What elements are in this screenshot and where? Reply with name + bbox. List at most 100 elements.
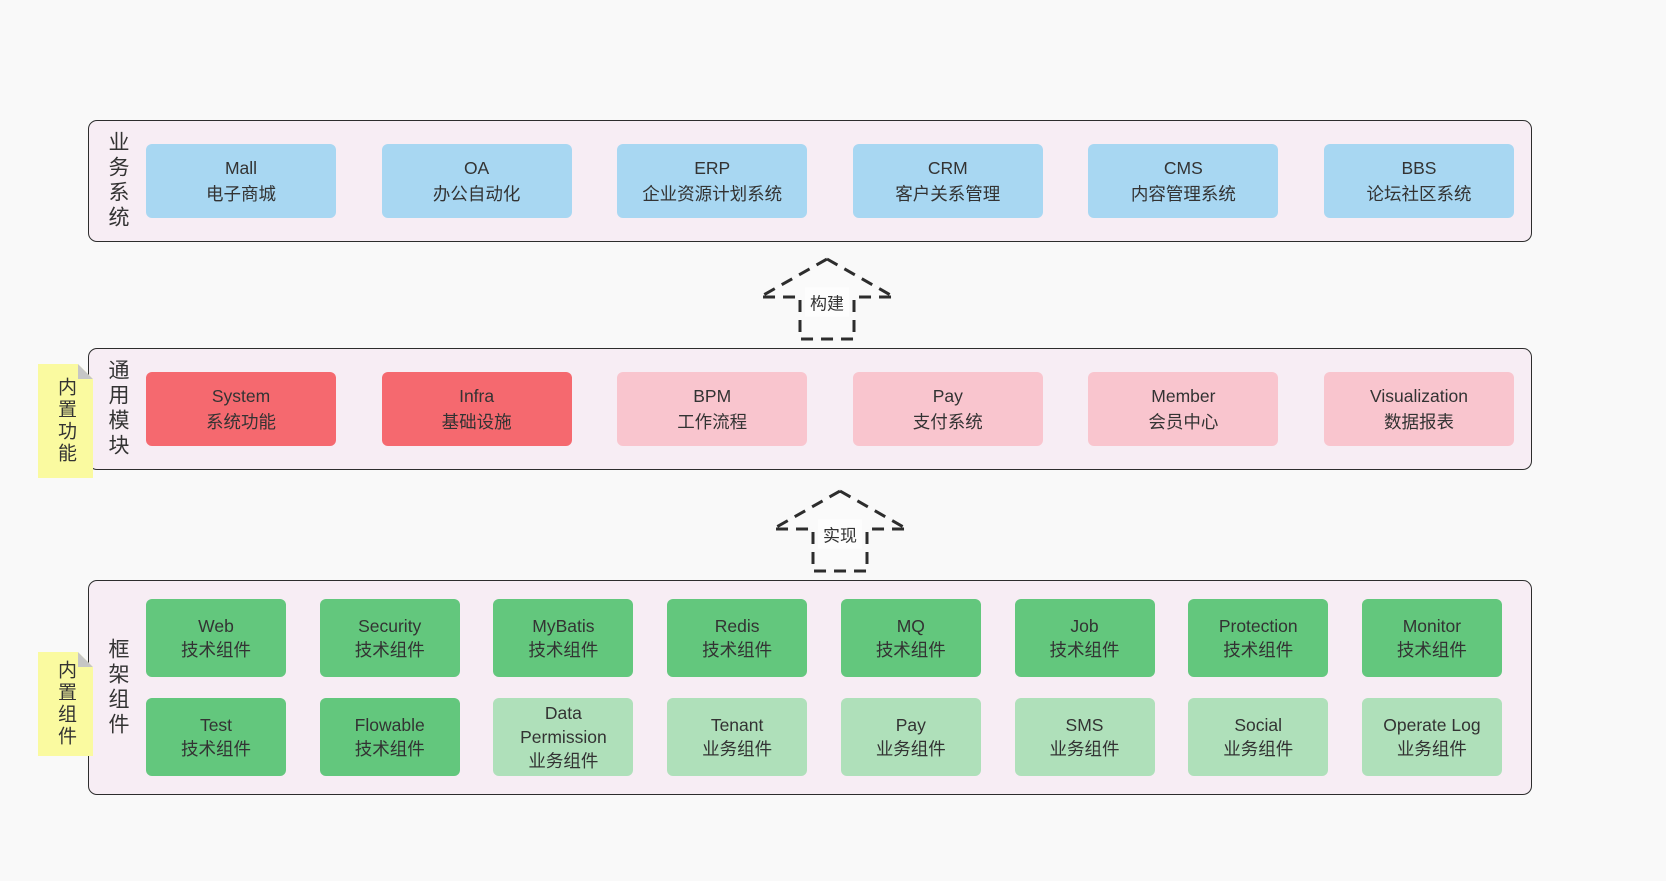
box-subtitle: 会员中心 [1148,412,1219,432]
box-subtitle: 技术组件 [1049,640,1120,660]
box-title: System [211,386,271,406]
box-subtitle: 技术组件 [528,640,599,660]
box-title: MQ [896,616,925,636]
layer-business-systems: 业务系统 Mall 电子商城 OA 办公自动化 ERP 企业资源计划系统 CRM 客户关系管理… [88,120,1532,242]
box-bbs: BBS 论坛社区系统 [1323,144,1514,218]
box-oa: OA 办公自动化 [381,144,572,218]
box-data-permission: Data Permission 业务组件 [493,698,634,776]
box-redis: Redis 技术组件 [667,599,808,677]
box-title: Tenant [710,715,764,735]
box-member: Member 会员中心 [1088,372,1279,446]
box-subtitle: 技术组件 [702,640,773,660]
box-sms: SMS 业务组件 [1014,698,1155,776]
box-title: MyBatis [532,616,595,636]
box-title: Job [1070,616,1099,636]
box-subtitle: 技术组件 [354,640,425,660]
box-subtitle: 支付系统 [912,412,983,432]
box-subtitle: 业务组件 [702,739,773,759]
box-subtitle: 客户关系管理 [895,184,1001,204]
layer-common-label: 通用模块 [106,359,129,459]
box-social: Social 业务组件 [1188,698,1329,776]
box-title: ERP [694,158,731,178]
box-subtitle: 技术组件 [1223,640,1294,660]
box-subtitle: 基础设施 [441,412,512,432]
box-operate-log: Operate Log 业务组件 [1361,698,1502,776]
box-subtitle: 业务组件 [528,751,599,771]
box-title: Data Permission [520,703,607,747]
sticky-note-text: 内置组件 [55,660,76,748]
box-row: Mall 电子商城 OA 办公自动化 ERP 企业资源计划系统 CRM 客户关系管理 CMS 内容… [146,144,1514,218]
box-subtitle: 系统功能 [206,412,276,432]
box-title: Infra [459,386,495,406]
box-subtitle: 论坛社区系统 [1366,184,1472,204]
box-mybatis: MyBatis 技术组件 [493,599,634,677]
box-title: Monitor [1402,616,1462,636]
sticky-note-text: 内置功能 [55,377,76,465]
box-title: Pay [895,715,926,735]
box-subtitle: 技术组件 [181,640,251,660]
box-bpm: BPM 工作流程 [617,372,808,446]
box-subtitle: 电子商城 [206,184,276,204]
box-subtitle: 工作流程 [677,412,748,432]
box-subtitle: 技术组件 [181,739,251,759]
arrow-build-label: 构建 [805,287,849,317]
box-mq: MQ 技术组件 [840,599,981,677]
box-title: Protection [1218,616,1298,636]
box-protection: Protection 技术组件 [1188,599,1329,677]
box-erp: ERP 企业资源计划系统 [617,144,808,218]
box-title: Web [198,616,234,636]
box-infra: Infra 基础设施 [381,372,572,446]
box-title: BBS [1401,158,1437,178]
box-title: Flowable [354,715,425,735]
box-subtitle: 数据报表 [1383,412,1454,432]
box-subtitle: 办公自动化 [432,184,521,204]
box-title: CRM [927,158,968,178]
box-subtitle: 技术组件 [1396,640,1467,660]
business-box-rows: Mall 电子商城 OA 办公自动化 ERP 企业资源计划系统 CRM 客户关系管理 CMS 内容… [146,121,1514,241]
box-title: Visualization [1370,386,1468,406]
arrow-build: 构建 [757,256,897,342]
sticky-note-builtin-components: 内置组件 [38,652,93,756]
box-mall: Mall 电子商城 [146,144,336,218]
box-title: Social [1234,715,1283,735]
box-subtitle: 技术组件 [354,739,425,759]
box-title: Test [199,715,233,735]
box-title: CMS [1163,158,1203,178]
box-title: SMS [1065,715,1104,735]
arrow-implement: 实现 [770,488,910,574]
box-job: Job 技术组件 [1014,599,1155,677]
box-title: Operate Log [1383,715,1481,735]
layer-business-label: 业务系统 [106,131,129,231]
box-title: Redis [714,616,760,636]
box-subtitle: 内容管理系统 [1130,184,1236,204]
box-subtitle: 业务组件 [875,739,946,759]
sticky-note-builtin-features: 内置功能 [38,364,93,478]
box-crm: CRM 客户关系管理 [852,144,1043,218]
box-pay: Pay 业务组件 [840,698,981,776]
box-subtitle: 业务组件 [1223,739,1294,759]
box-cms: CMS 内容管理系统 [1088,144,1279,218]
box-subtitle: 业务组件 [1049,739,1120,759]
box-subtitle: 业务组件 [1396,739,1467,759]
box-visualization: Visualization 数据报表 [1323,372,1514,446]
box-title: Mall [224,158,258,178]
box-web: Web 技术组件 [146,599,286,677]
box-subtitle: 技术组件 [875,640,946,660]
box-security: Security 技术组件 [319,599,460,677]
box-row: Test 技术组件 Flowable 技术组件 Data Permission 业务组件 T… [146,698,1502,776]
box-title: OA [463,158,490,178]
box-subtitle: 企业资源计划系统 [642,184,783,204]
box-flowable: Flowable 技术组件 [319,698,460,776]
box-monitor: Monitor 技术组件 [1361,599,1502,677]
box-title: Security [358,616,422,636]
box-title: Member [1151,386,1216,406]
box-title: BPM [693,386,732,406]
